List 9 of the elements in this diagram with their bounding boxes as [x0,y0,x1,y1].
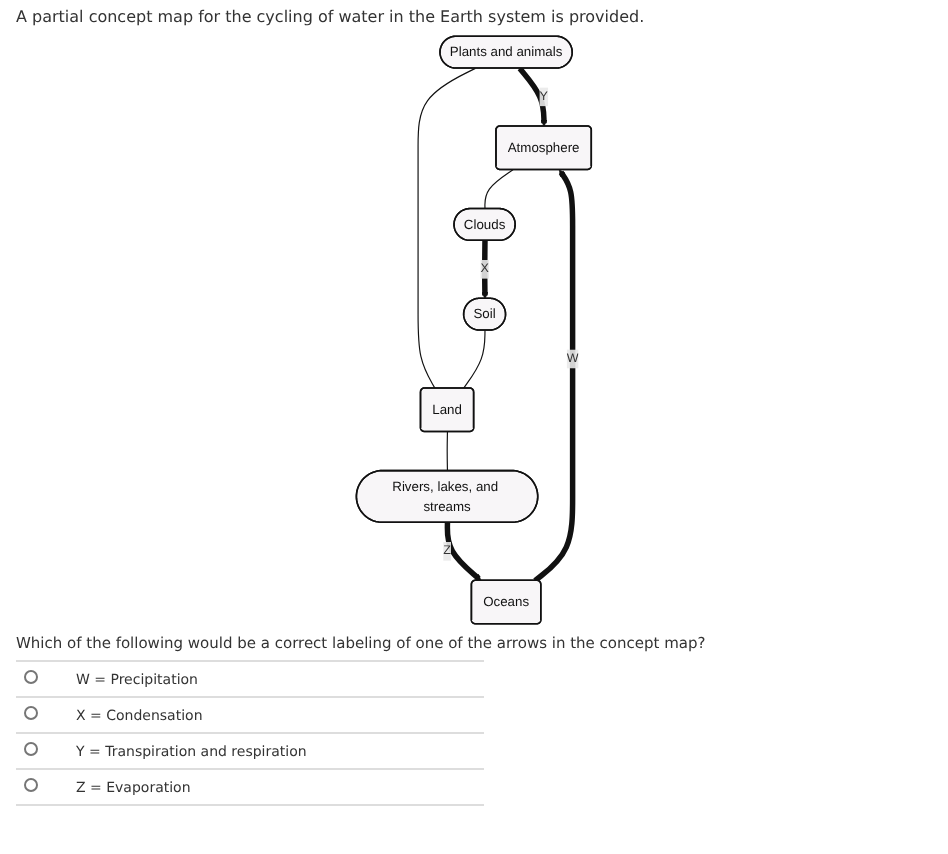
arrow [444,522,482,581]
arrow [481,240,489,299]
arrow [533,169,576,583]
connector [463,329,486,389]
title: A partial concept map for the cycling of water in the Earth system is provided. [16,8,647,26]
connector [446,431,449,472]
connector [484,169,514,210]
connector [417,67,477,389]
arrow [517,66,548,127]
